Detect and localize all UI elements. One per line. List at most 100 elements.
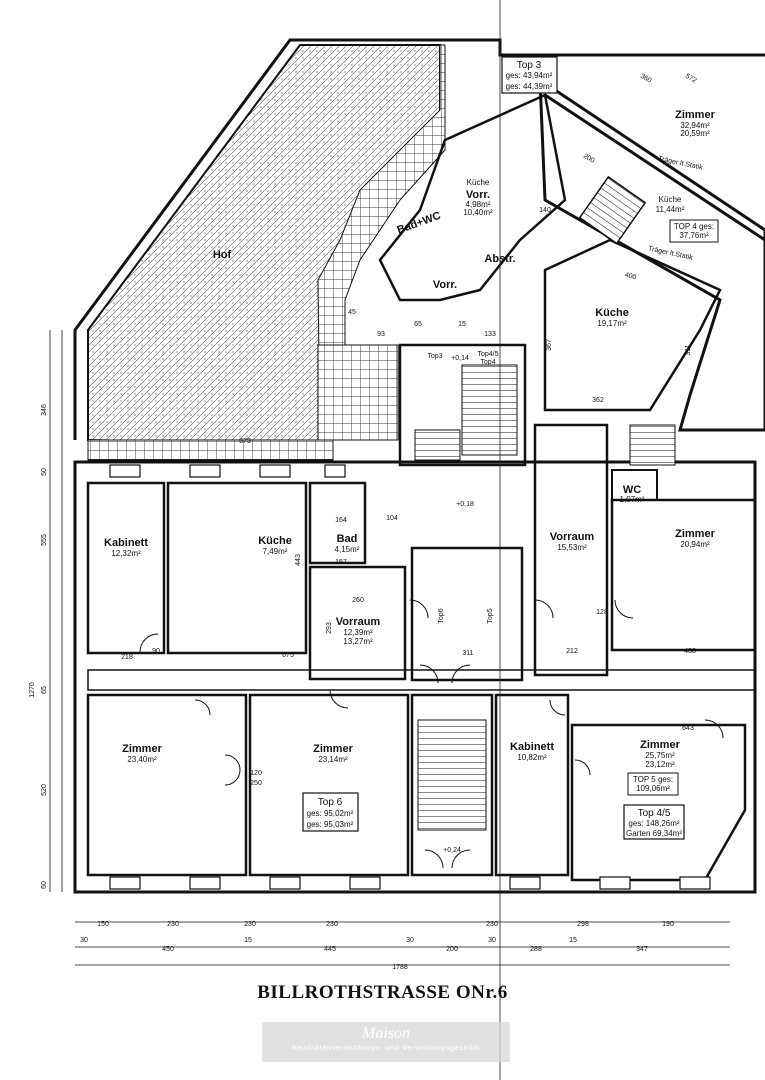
wc-area: 1,07m²	[620, 495, 645, 504]
dim-int-18: 140	[539, 207, 551, 214]
dim-top-5: 298	[577, 921, 589, 928]
dim-mid-8: 15	[569, 937, 577, 944]
level-024: +0,24	[443, 847, 461, 854]
vorraum-left-label: Vorraum	[336, 616, 381, 628]
top6-area2: ges: 95,03m²	[307, 820, 354, 829]
dim-int-4: 212	[566, 648, 578, 655]
stair-grid-column	[317, 344, 399, 441]
wall-wc	[611, 469, 658, 501]
traeger-label-1: Träger lt.Statik	[657, 155, 703, 171]
dim-top-1: 230	[167, 921, 179, 928]
bad-label: Bad	[337, 533, 358, 545]
top45-garden: Garten 69,34m²	[626, 829, 682, 838]
top6-area1: ges: 95,02m²	[307, 809, 354, 818]
vorr-top3-label: Vorr.	[466, 189, 490, 201]
dim-int-11: 367	[546, 339, 553, 351]
top45-title: Top 4/5	[638, 808, 671, 819]
dim-top-4: 230	[486, 921, 498, 928]
dim-int-9: 260	[352, 597, 364, 604]
vorr-top3-area: 10,40m²	[463, 208, 493, 217]
top5-box: TOP 5 ges: 109,06m²	[627, 772, 679, 796]
hof-label: Hof	[213, 249, 232, 261]
dim-int-28: 443	[295, 554, 302, 566]
dim-mid-6: 30	[488, 937, 496, 944]
top3-area1: ges: 43,94m²	[506, 71, 553, 80]
wall-zimmer-b	[248, 693, 410, 877]
zimmer-c-area: 25,75m²	[645, 751, 675, 760]
top3-block	[378, 93, 567, 302]
dim-int-2: 675	[282, 652, 294, 659]
vorraum-right-area: 15,53m²	[557, 543, 587, 552]
dim-left-5: 60	[41, 881, 48, 889]
watermark-logo: Maison	[362, 1025, 410, 1042]
dim-int-0: 218	[121, 654, 133, 661]
wall-landing	[410, 546, 524, 682]
dim-top-0: 150	[97, 921, 109, 928]
dim-int-15: 572	[684, 73, 698, 85]
top5-area: 109,06m²	[636, 784, 670, 793]
dim-mid-9: 347	[636, 946, 648, 953]
wall-zimmer-right-top	[610, 498, 757, 652]
dim-top-6: 190	[662, 921, 674, 928]
stair-core-upper	[398, 343, 527, 467]
level-014: +0,14	[451, 355, 469, 362]
dim-mid-7: 288	[530, 946, 542, 953]
watermark-tagline: Realitätenvermittlungs- und Verwaltungsg…	[292, 1043, 480, 1052]
level-018: +0,18	[456, 501, 474, 508]
paving-bottom	[87, 439, 334, 461]
dims-top-row: 150 230 230 230 230 298 190	[97, 921, 674, 928]
stair-small-right	[629, 424, 676, 466]
dim-left-1: 50	[41, 468, 48, 476]
dim-int-17: 200	[582, 153, 596, 165]
dim-int-29: 293	[326, 622, 333, 634]
dim-int-14: 400	[624, 272, 637, 282]
top3-area2: ges: 44,39m²	[506, 82, 553, 91]
dim-int-12: 362	[592, 397, 604, 404]
zimmer-a-area: 23,40m²	[127, 755, 157, 764]
dim-left-3: 65	[41, 686, 48, 694]
top45-area: ges: 148,26m²	[628, 819, 679, 828]
dim-int-10: 104	[386, 515, 398, 522]
kueche-mid-label: Küche	[595, 307, 629, 319]
top4-area: 37,76m²	[679, 231, 709, 240]
zimmer-top4-label: Zimmer	[675, 109, 715, 121]
dim-left-0: 346	[41, 404, 48, 416]
top4-title: TOP 4 ges:	[674, 222, 714, 231]
kueche-left-area: 7,49m²	[263, 547, 288, 556]
dim-int-7: 164	[335, 517, 347, 524]
kueche-left-label: Küche	[258, 535, 292, 547]
kabinett-left-label: Kabinett	[104, 537, 148, 549]
dim-int-24: 65	[414, 321, 422, 328]
top3-door-label: Top3	[427, 353, 442, 360]
top6-door-label: Top6	[438, 608, 445, 623]
dim-left-4: 520	[41, 784, 48, 796]
corridor-strip	[87, 669, 756, 691]
stair-upper-steps2	[414, 429, 461, 461]
dim-mid-3: 445	[324, 946, 336, 953]
dim-int-21: 133	[484, 331, 496, 338]
vorraum-left-area2: 13,27m²	[343, 637, 373, 646]
dim-mid-5: 200	[446, 946, 458, 953]
kueche-top3-area: 4,98m²	[466, 200, 491, 209]
watermark: Maison Realitätenvermittlungs- und Verwa…	[262, 1022, 510, 1062]
zimmer-c-label: Zimmer	[640, 739, 680, 751]
stair-upper-steps	[461, 364, 518, 456]
vorr2-label: Vorr.	[433, 279, 457, 291]
wc-label: WC	[623, 484, 641, 496]
outer-wall-diagonal-right	[544, 93, 765, 242]
dim-top-3: 230	[326, 921, 338, 928]
bad-wc-label: Bad+WC	[396, 210, 443, 237]
dim-int-23: 45	[348, 309, 356, 316]
abstr-label: Abstr.	[484, 253, 515, 265]
kueche-top4-label: Küche	[659, 195, 682, 204]
top4-box: TOP 4 ges: 37,76m²	[669, 219, 719, 243]
dim-left-2: 555	[41, 534, 48, 546]
kabinett-right-label: Kabinett	[510, 741, 554, 753]
street-title: BILLROTHSTRASSE ONr.6	[257, 982, 508, 1003]
top6-box: Top 6 ges: 95,02m² ges: 95,03m²	[302, 792, 359, 832]
wall-kueche-left	[166, 481, 308, 655]
top5-door-label: Top5	[487, 608, 494, 623]
kabinett-left-area: 12,32m²	[111, 549, 141, 558]
dim-int-13: 311	[685, 344, 692, 355]
